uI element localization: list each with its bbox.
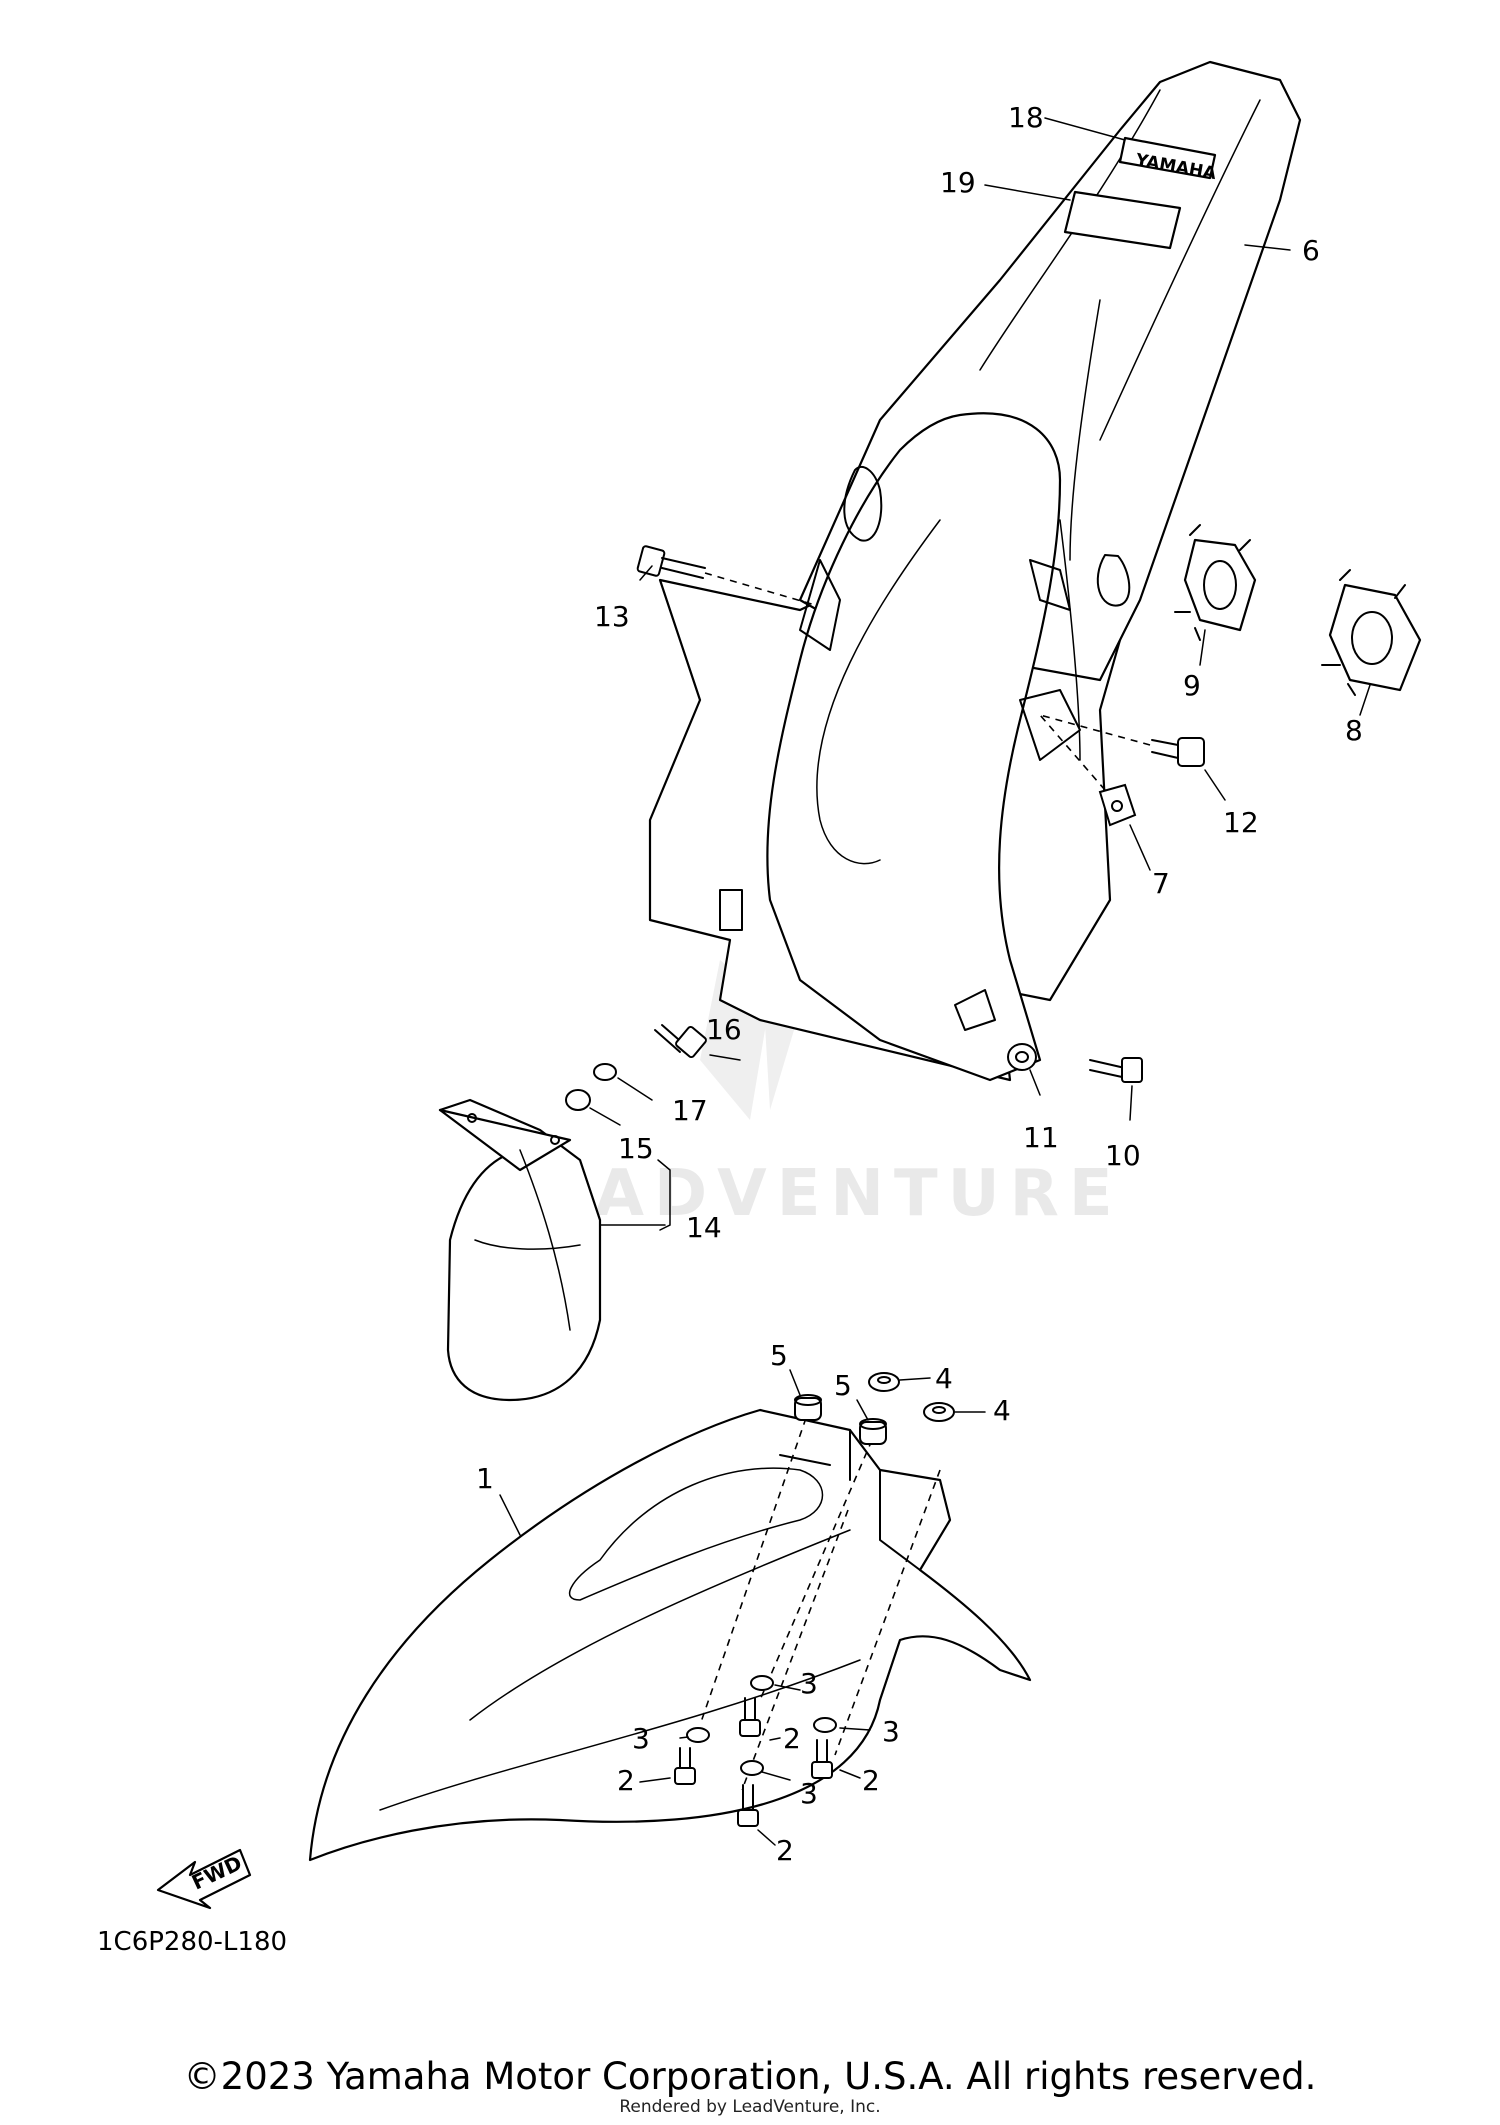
callout-12: 12 xyxy=(1223,806,1259,839)
callout-3d: 3 xyxy=(800,1777,818,1810)
collar-15 xyxy=(565,1089,591,1111)
callout-9: 9 xyxy=(1183,669,1201,702)
callout-2d: 2 xyxy=(776,1834,794,1867)
collar-11 xyxy=(1007,1043,1037,1071)
bolt-2a xyxy=(739,1697,761,1737)
bolt-10 xyxy=(1089,1057,1143,1083)
mud-flap xyxy=(438,1098,602,1402)
leader-lines xyxy=(499,117,1371,1846)
callout-19: 19 xyxy=(940,166,976,199)
callout-10: 10 xyxy=(1105,1139,1141,1172)
callout-1: 1 xyxy=(476,1462,494,1495)
bolt-2c xyxy=(811,1739,833,1779)
callout-2c: 2 xyxy=(862,1764,880,1797)
bolt-12 xyxy=(1039,714,1205,767)
bolt-16 xyxy=(654,1024,707,1059)
callout-8: 8 xyxy=(1345,714,1363,747)
rear-fender: YAMAHA xyxy=(648,60,1302,1082)
callout-3a: 3 xyxy=(800,1667,818,1700)
front-fender xyxy=(308,1408,1032,1862)
callout-3b: 3 xyxy=(632,1722,650,1755)
rendered-by-credit: Rendered by LeadVenture, Inc. xyxy=(619,2097,881,2117)
washer-3b xyxy=(686,1727,710,1743)
bracket-9 xyxy=(1174,524,1257,641)
callout-13: 13 xyxy=(594,600,630,633)
washer-17 xyxy=(593,1063,617,1081)
callout-4b: 4 xyxy=(993,1394,1011,1427)
callout-6: 6 xyxy=(1302,234,1320,267)
washer-3d xyxy=(740,1760,764,1776)
callout-5b: 5 xyxy=(834,1369,852,1402)
callout-5a: 5 xyxy=(770,1339,788,1372)
callout-16: 16 xyxy=(706,1013,742,1046)
bracket-8 xyxy=(1321,569,1422,696)
clip-7 xyxy=(1039,714,1137,827)
warning-decal xyxy=(1063,190,1182,250)
callout-labels: 18 19 6 13 9 8 12 7 16 17 15 11 10 14 5 … xyxy=(476,101,1363,1867)
callout-11: 11 xyxy=(1023,1121,1059,1154)
copyright-notice: ©2023 Yamaha Motor Corporation, U.S.A. A… xyxy=(183,2055,1317,2098)
callout-4a: 4 xyxy=(935,1362,953,1395)
washer-3a xyxy=(750,1675,774,1691)
bolt-13 xyxy=(636,545,816,606)
callout-2b: 2 xyxy=(617,1764,635,1797)
callout-17: 17 xyxy=(672,1094,708,1127)
washer-3c xyxy=(813,1717,837,1733)
callout-7: 7 xyxy=(1152,867,1170,900)
collar-5a xyxy=(794,1394,822,1421)
grommet-4a xyxy=(868,1372,900,1392)
fwd-arrow-icon: FWD xyxy=(156,1848,252,1910)
collar-5b xyxy=(859,1418,887,1445)
callout-15: 15 xyxy=(618,1132,654,1165)
bolt-2b xyxy=(674,1747,696,1785)
diagram-reference-code: 1C6P280-L180 xyxy=(97,1927,287,1957)
bolt-2d xyxy=(737,1784,759,1827)
callout-18: 18 xyxy=(1008,101,1044,134)
grommet-4b xyxy=(923,1402,955,1422)
callout-14: 14 xyxy=(686,1211,722,1244)
callout-2a: 2 xyxy=(783,1722,801,1755)
callout-3c: 3 xyxy=(882,1715,900,1748)
